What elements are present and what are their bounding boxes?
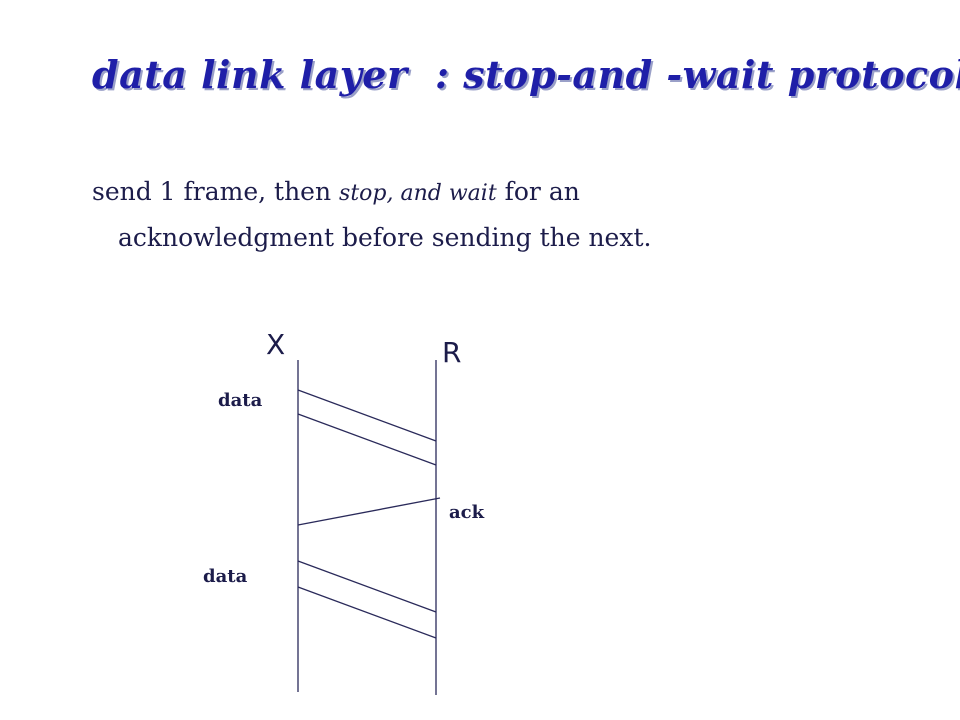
- bullet-line-1: send 1 frame, then stop, and wait for an: [92, 177, 580, 206]
- receiver-label: R: [442, 336, 462, 369]
- data-label-2: data: [203, 566, 248, 587]
- data-frame-1-leading-edge: [297, 389, 437, 442]
- data-frame-2-leading-edge: [297, 560, 437, 613]
- data-frame-2-trailing-edge: [297, 586, 437, 639]
- ack-frame-edge: [297, 497, 441, 526]
- emphasis-text: stop, and wait: [339, 181, 497, 206]
- slide-title: data link layer : stop-and -wait protoco…: [92, 52, 960, 97]
- data-label-1: data: [218, 390, 263, 411]
- bullet-line-2: acknowledgment before sending the next.: [118, 223, 652, 252]
- sender-label: X: [266, 328, 286, 361]
- data-frame-1-trailing-edge: [297, 413, 437, 466]
- ack-label: ack: [449, 502, 485, 523]
- bullet-text: send 1 frame, then stop, and wait for an…: [92, 170, 852, 260]
